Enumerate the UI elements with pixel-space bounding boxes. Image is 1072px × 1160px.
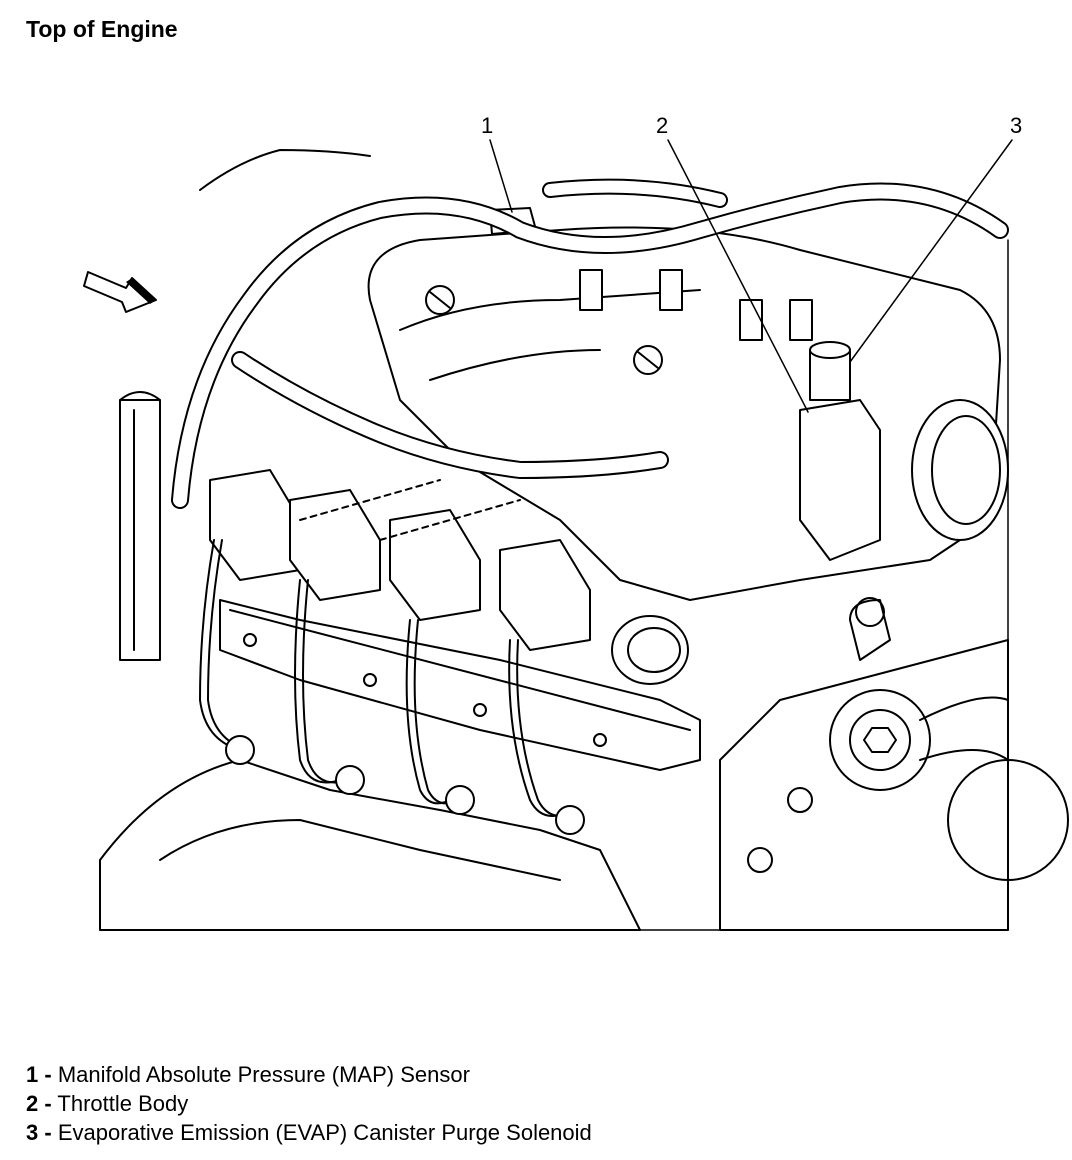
- legend-label: Manifold Absolute Pressure (MAP) Sensor: [57, 1062, 470, 1087]
- legend-item: 2 - Throttle Body: [26, 1089, 592, 1118]
- callout-number-3: 3: [1010, 113, 1022, 138]
- accessory-drive: [719, 597, 1069, 931]
- legend-label: Throttle Body: [57, 1091, 189, 1116]
- legend-number: 2: [26, 1091, 39, 1116]
- legend-item: 1 - Manifold Absolute Pressure (MAP) Sen…: [26, 1060, 592, 1089]
- wiring-harness: [171, 149, 1009, 509]
- engine-block: [367, 207, 1009, 601]
- diagram-title: Top of Engine: [26, 16, 178, 42]
- leader-line-1: [489, 139, 513, 213]
- exhaust-manifold: [99, 735, 641, 931]
- ignition-coils: [209, 469, 591, 651]
- callout-number-1: 1: [481, 113, 493, 138]
- callout-number-2: 2: [656, 113, 668, 138]
- legend-label: Evaporative Emission (EVAP) Canister Pur…: [57, 1120, 592, 1145]
- legend-separator: -: [44, 1120, 52, 1145]
- dipstick-tube: [119, 391, 161, 661]
- valve-cover: [219, 599, 701, 771]
- legend-separator: -: [44, 1091, 52, 1116]
- leader-line-3: [849, 139, 1013, 363]
- legend-item: 3 - Evaporative Emission (EVAP) Canister…: [26, 1118, 592, 1147]
- legend-separator: -: [44, 1062, 52, 1087]
- callout-legend: 1 - Manifold Absolute Pressure (MAP) Sen…: [26, 1060, 592, 1147]
- spark-plug-wires: [199, 539, 569, 817]
- direction-arrow-icon: [83, 271, 157, 313]
- leader-lines: [489, 139, 1013, 413]
- legend-number: 3: [26, 1120, 39, 1145]
- legend-number: 1: [26, 1062, 39, 1087]
- leader-line-2: [667, 139, 809, 413]
